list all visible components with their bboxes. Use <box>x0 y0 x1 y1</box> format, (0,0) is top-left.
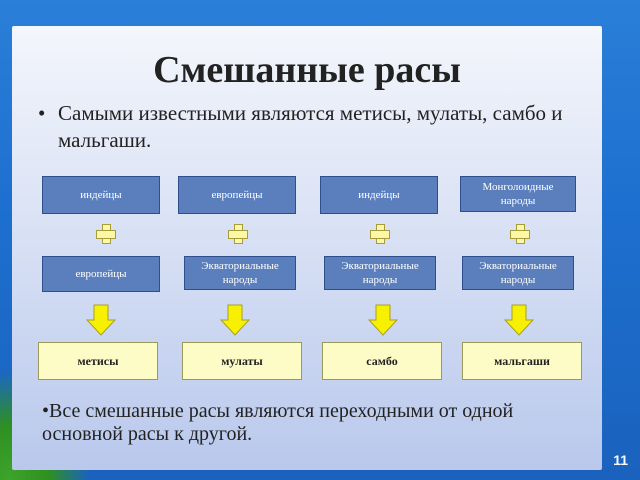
race-box-row1-col4: Монголоидные народы <box>460 176 576 212</box>
plus-icon <box>96 224 116 244</box>
down-arrow-icon <box>504 304 534 336</box>
slide-panel: Смешанные расы • Самыми известными являю… <box>12 26 602 470</box>
down-arrow-icon <box>368 304 398 336</box>
result-box-mulatto: мулаты <box>182 342 302 380</box>
bullet-1-text: Самыми известными являются метисы, мулат… <box>58 101 563 152</box>
race-box-row2-col2: Экваториальные народы <box>184 256 296 290</box>
result-box-mestizo: метисы <box>38 342 158 380</box>
bullet-text-1: • Самыми известными являются метисы, мул… <box>38 100 568 154</box>
down-arrow-icon <box>86 304 116 336</box>
plus-icon <box>510 224 530 244</box>
race-box-row2-col3: Экваториальные народы <box>324 256 436 290</box>
plus-icon <box>370 224 390 244</box>
down-arrow-icon <box>220 304 250 336</box>
race-box-row1-col2: европейцы <box>178 176 296 214</box>
race-box-row1-col3: индейцы <box>320 176 438 214</box>
plus-icon <box>228 224 248 244</box>
slide-title: Смешанные расы <box>153 49 461 91</box>
race-box-row2-col1: европейцы <box>42 256 160 292</box>
bullet-marker: • <box>38 101 46 125</box>
race-box-row1-col1: индейцы <box>42 176 160 214</box>
result-box-zambo: самбо <box>322 342 442 380</box>
page-number: 11 <box>613 452 628 468</box>
race-box-row2-col4: Экваториальные народы <box>462 256 574 290</box>
result-box-malgashi: мальгаши <box>462 342 582 380</box>
bullet-text-2: •Все смешанные расы являются переходными… <box>42 400 514 445</box>
